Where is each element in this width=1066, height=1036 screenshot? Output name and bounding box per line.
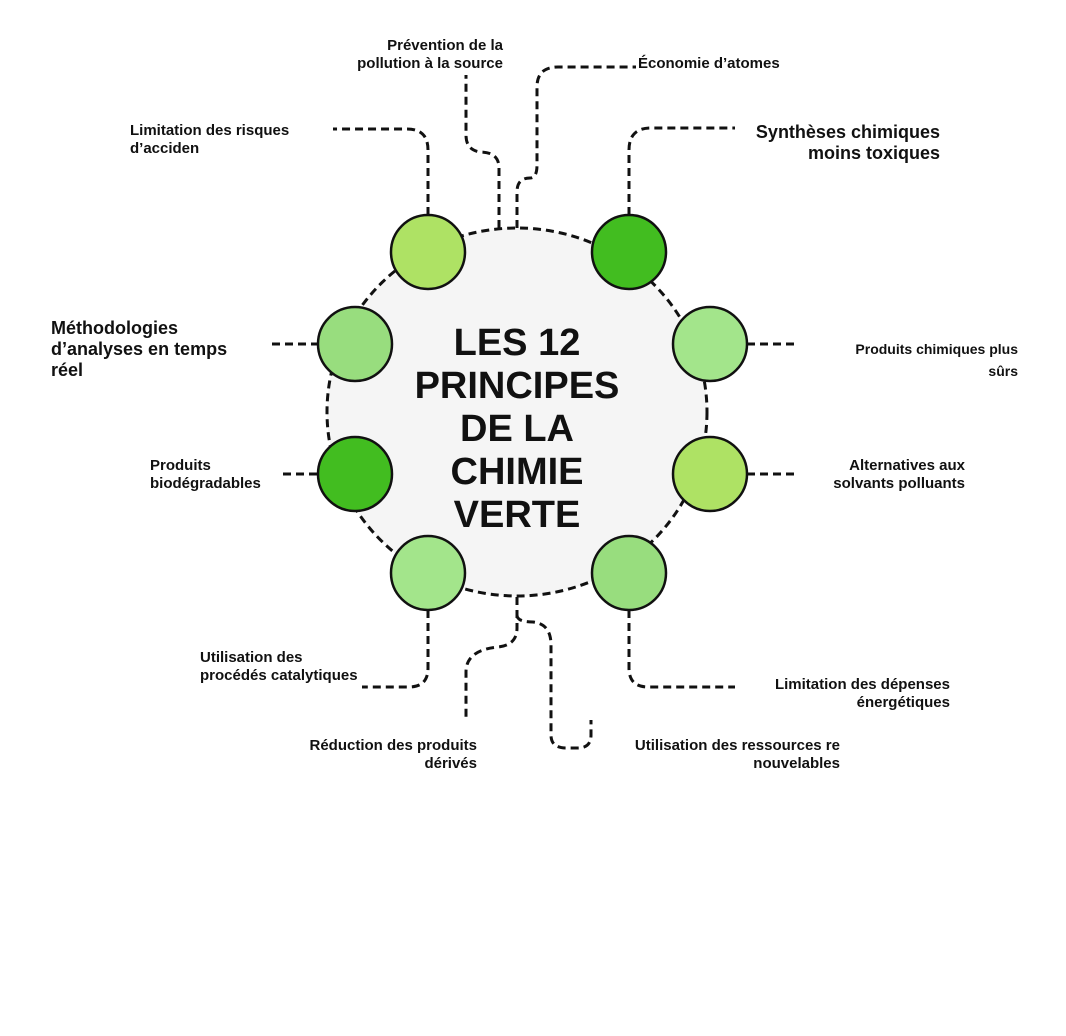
node-biodegradables <box>316 435 394 513</box>
node-syntheses <box>590 213 668 291</box>
label-surs: Produits chimiques plus sûrs <box>855 341 1018 379</box>
label-solvants: Alternatives aux solvants polluants <box>833 457 965 492</box>
node-methodologies <box>316 305 394 383</box>
connector-energetiques <box>627 610 735 689</box>
center-circle <box>325 226 709 598</box>
node-surs <box>671 305 749 383</box>
connector-catalytiques <box>362 610 430 689</box>
connector-syntheses <box>627 126 735 215</box>
label-prevention: Prévention de la pollution à la source <box>357 37 503 72</box>
connector-risques <box>333 127 430 215</box>
label-syntheses: Synthèses chimiques moins toxiques <box>755 122 940 163</box>
connector-ressources <box>515 614 593 750</box>
label-economie: Économie d’atomes <box>638 55 780 72</box>
label-risques: Limitation des risques d’acciden <box>130 122 290 157</box>
label-ressources: Utilisation des ressources re nouvelable… <box>634 737 840 772</box>
label-energetiques: Limitation des dépenses énergétiques <box>774 676 950 711</box>
label-derives: Réduction des produits dérivés <box>309 737 477 772</box>
connector-economie <box>515 65 636 228</box>
label-biodegradables: Produits biodégradables <box>150 457 261 492</box>
node-energetiques <box>590 534 668 612</box>
connector-derives <box>464 597 519 720</box>
connector-prevention <box>464 75 501 228</box>
node-catalytiques <box>389 534 467 612</box>
node-solvants <box>671 435 749 513</box>
label-catalytiques: Utilisation des procédés catalytiques <box>200 649 358 684</box>
label-methodologies: Méthodologies d’analyses en temps réel <box>51 318 228 380</box>
diagram-title: LES 12 PRINCIPES DE LA CHIMIE VERTE <box>414 322 620 536</box>
node-risques <box>389 213 467 291</box>
